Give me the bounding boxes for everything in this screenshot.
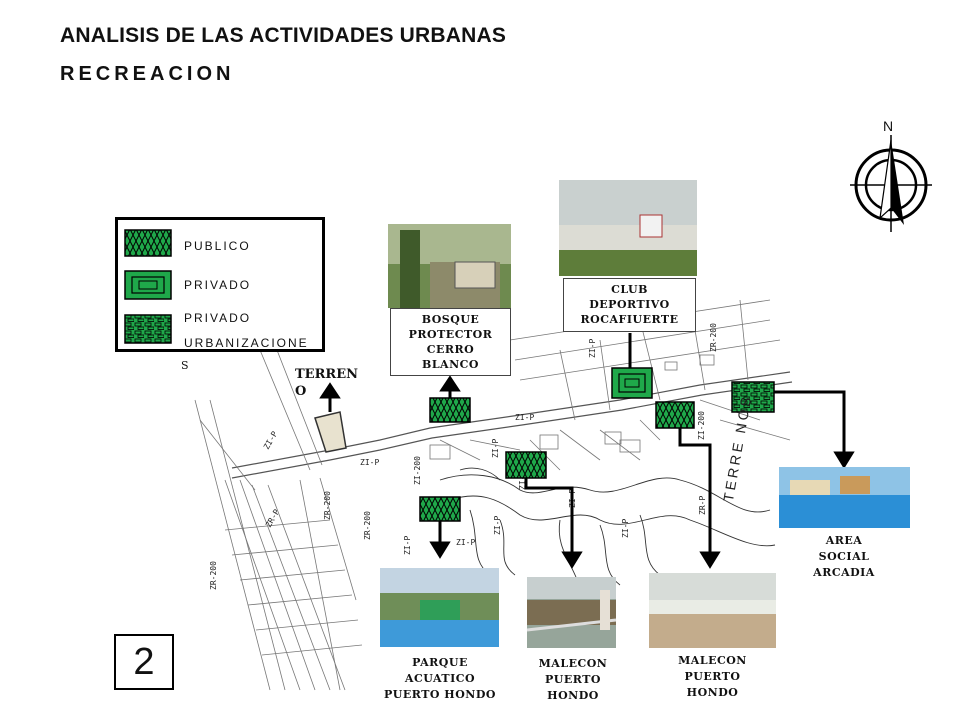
arrows — [429, 333, 855, 569]
photo-bosque — [388, 224, 511, 308]
legend-publico-icon — [124, 229, 172, 257]
label-malecon-2: MALECON PUERTO HONDO — [678, 654, 747, 699]
legend-urbanizaciones-label-1: PRIVADO — [184, 311, 252, 325]
photo-arcadia — [779, 467, 910, 528]
svg-text:ZI-P: ZI-P — [360, 458, 379, 467]
svg-text:ZI-P: ZI-P — [491, 439, 500, 458]
label-bosque: BOSQUE PROTECTOR CERRO BLANCO — [390, 308, 511, 376]
marker-club — [611, 367, 653, 399]
svg-text:ZR-200: ZR-200 — [709, 323, 718, 352]
legend-publico-label: PUBLICO — [184, 239, 251, 253]
svg-text:ZI-P: ZI-P — [456, 538, 475, 547]
label-parque: PARQUE ACUATICO PUERTO HONDO — [384, 656, 496, 701]
site-parcel — [314, 411, 347, 453]
svg-text:ZI-P: ZI-P — [588, 339, 597, 358]
legend-privado-label: PRIVADO — [184, 278, 252, 292]
svg-text:ZR-200: ZR-200 — [209, 561, 218, 590]
svg-text:ZI-P: ZI-P — [621, 519, 630, 538]
legend-urbanizaciones-label-2: URBANIZACIONE — [184, 336, 309, 350]
svg-text:ZR-200: ZR-200 — [363, 511, 372, 540]
photo-parque — [380, 568, 499, 647]
svg-text:ZR-P: ZR-P — [698, 496, 707, 515]
north-arrow-icon — [850, 135, 932, 232]
page-title: ANALISIS DE LAS ACTIVIDADES URBANAS — [60, 24, 507, 47]
svg-text:ZR-200: ZR-200 — [323, 491, 332, 520]
site-arrow — [319, 382, 341, 412]
legend: PUBLICO PRIVADO PRIVADO URBANIZACIONE — [115, 217, 325, 352]
svg-text:ZI-P: ZI-P — [262, 430, 280, 451]
legend-urbanizaciones-icon — [124, 314, 172, 344]
page-number: 2 — [114, 634, 174, 690]
svg-text:ZI-P: ZI-P — [518, 471, 527, 490]
photo-malecon2 — [649, 573, 776, 648]
label-club: CLUB DEPORTIVO ROCAFIUERTE — [563, 278, 696, 332]
marker-bosque — [429, 397, 471, 423]
svg-text:ZI-200: ZI-200 — [413, 456, 422, 485]
photo-malecon1 — [526, 577, 617, 648]
marker-malecon2 — [655, 401, 695, 429]
marker-arcadia — [731, 381, 775, 413]
svg-text:ZR-P: ZR-P — [264, 508, 282, 529]
marker-parque — [419, 496, 461, 522]
legend-privado-icon — [124, 270, 172, 300]
svg-text:ZI-200: ZI-200 — [697, 411, 706, 440]
north-label: N — [883, 118, 894, 134]
legend-urbanizaciones-label-3: S — [181, 359, 189, 372]
svg-text:ZI-P: ZI-P — [493, 516, 502, 535]
label-malecon-1: MALECON PUERTO HONDO — [538, 657, 608, 702]
svg-text:ZI-P: ZI-P — [515, 413, 534, 422]
site-label: TERREN O — [295, 367, 358, 399]
marker-malecon1 — [505, 451, 547, 479]
svg-text:ZI-P: ZI-P — [403, 536, 412, 555]
photo-club — [559, 180, 697, 276]
label-area-social: AREA SOCIAL ARCADIA — [813, 534, 875, 579]
page-subtitle: RECREACION — [60, 63, 235, 85]
